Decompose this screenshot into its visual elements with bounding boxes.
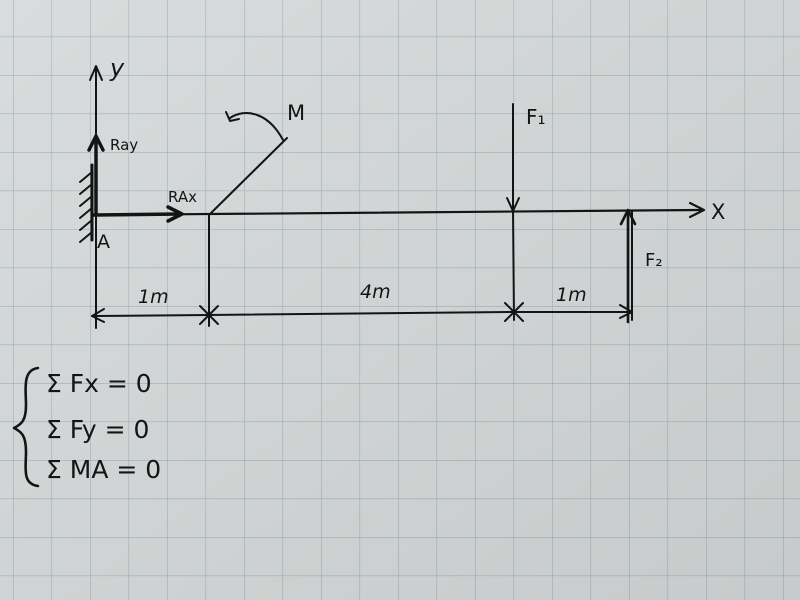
f2-label: F₂ — [645, 250, 663, 271]
dimension-label-2: 4m — [360, 281, 391, 303]
support-a-label: A — [97, 231, 110, 253]
dim-tick-1 — [199, 305, 219, 325]
y-axis-label: y — [109, 54, 125, 82]
dim-tick-2 — [504, 302, 524, 322]
extension-line-2 — [512, 209, 515, 321]
x-axis-arrowhead — [688, 201, 706, 219]
beam-line — [90, 208, 702, 217]
system-brace — [12, 366, 40, 488]
dim-arrowhead-left — [91, 308, 105, 323]
rax-arrow-line — [92, 212, 182, 217]
dimension-line-2 — [208, 311, 515, 316]
rax-arrowhead — [166, 205, 184, 223]
x-axis-label: X — [711, 200, 725, 224]
moment-arm-line — [209, 137, 288, 215]
equation-sum-fy: Σ Fy = 0 — [46, 415, 149, 444]
moment-arrowhead — [225, 111, 240, 122]
y-axis-arrowhead — [89, 65, 103, 81]
ray-label: Ray — [110, 136, 138, 154]
dim-arrowhead-right — [619, 304, 633, 319]
moment-label: M — [287, 101, 305, 125]
dimension-line-1 — [91, 314, 210, 317]
equation-sum-ma: Σ MA = 0 — [46, 455, 161, 484]
dimension-label-1: 1m — [138, 286, 169, 308]
wall-hatching — [79, 171, 93, 243]
equation-sum-fx: Σ Fx = 0 — [46, 369, 152, 398]
moment-curve — [229, 112, 284, 141]
dimension-label-3: 1m — [556, 284, 587, 306]
rax-label: RAx — [168, 188, 197, 206]
f1-label: F₁ — [526, 105, 546, 129]
ray-arrowhead — [87, 134, 105, 152]
